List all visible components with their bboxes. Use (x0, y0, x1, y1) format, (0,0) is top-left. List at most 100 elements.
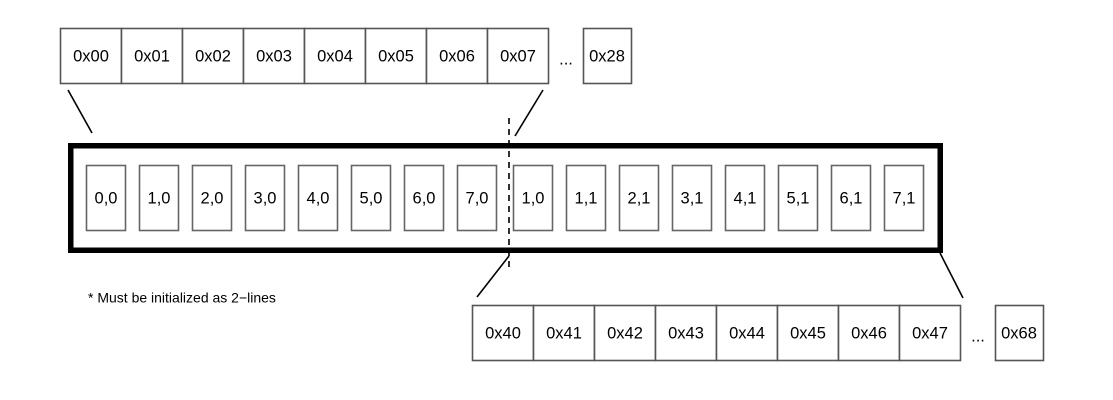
bottom-address-cell: 0x46 (837, 304, 901, 362)
top-address-cell: 0x00 (59, 27, 123, 85)
cache-cell-box-l2 (191, 164, 233, 232)
top-address-cell: 0x03 (242, 27, 306, 85)
bottom-address-cell-box-4 (715, 304, 779, 362)
bottom-address-cell: 0x43 (654, 304, 718, 362)
top-address-tail-label: 0x28 (589, 47, 625, 65)
top-address-cell: 0x01 (120, 27, 184, 85)
top-address-cell: 0x02 (181, 27, 245, 85)
cache-cell: 4,0 (297, 164, 339, 232)
cache-cell-label-r0: 1,0 (522, 189, 545, 207)
top-address-cell-box-1 (120, 27, 184, 85)
cache-buffer-box: 0,0 1,0 2,0 3,0 4,0 5,0 (68, 118, 943, 268)
bottom-address-tail-box (994, 304, 1045, 362)
cache-cell-label-l1: 1,0 (148, 189, 171, 207)
bottom-address-cell: 0x47 (898, 304, 962, 362)
cache-cell-box-r5 (777, 164, 819, 232)
cache-cell-label-r4: 4,1 (734, 189, 757, 207)
cache-cell-box-l5 (350, 164, 392, 232)
connector-bottom-left (476, 255, 510, 298)
connector-top-right (514, 89, 544, 137)
top-row-ellipsis: ... (559, 50, 573, 68)
cache-cell-box-r2 (618, 164, 660, 232)
bottom-address-cell-box-3 (654, 304, 718, 362)
bottom-address-row: 0x40 0x41 0x42 0x43 0x44 0x45 (471, 304, 1045, 362)
top-address-cell: 0x04 (303, 27, 367, 85)
cache-cell-label-l3: 3,0 (254, 189, 277, 207)
top-address-cell-label-4: 0x04 (317, 47, 353, 65)
cache-cell-box-r6 (830, 164, 872, 232)
cache-cell-box-l1 (138, 164, 180, 232)
cache-cell-label-r7: 7,1 (893, 189, 916, 207)
cache-cell: 2,0 (191, 164, 233, 232)
cache-cell-label-l0: 0,0 (95, 189, 118, 207)
top-address-cell-label-1: 0x01 (134, 47, 170, 65)
cache-cell-box-r7 (883, 164, 925, 232)
cache-cell: 4,1 (724, 164, 766, 232)
cache-cell-box-r0 (512, 164, 554, 232)
cache-cell: 0,0 (85, 164, 127, 232)
cache-cell: 6,0 (403, 164, 445, 232)
cache-cell-box-l4 (297, 164, 339, 232)
cache-cell-box-r1 (565, 164, 607, 232)
cache-cell-label-r2: 2,1 (628, 189, 651, 207)
cache-cell-box-r4 (724, 164, 766, 232)
connector-bottom-right (939, 252, 964, 299)
top-address-cell-box-0 (59, 27, 123, 85)
cache-cell-box-l3 (244, 164, 286, 232)
top-address-cell-label-6: 0x06 (439, 47, 475, 65)
bottom-address-tail-label: 0x68 (1001, 324, 1037, 342)
cache-cell-box-r3 (671, 164, 713, 232)
bottom-address-cell-box-7 (898, 304, 962, 362)
bottom-address-cell-box-1 (532, 304, 596, 362)
top-address-cell-label-3: 0x03 (256, 47, 292, 65)
cache-cell: 2,1 (618, 164, 660, 232)
bottom-row-ellipsis: ... (971, 327, 985, 345)
top-address-tail-box (582, 27, 633, 85)
top-address-cell-box-4 (303, 27, 367, 85)
bottom-address-cell-label-6: 0x46 (851, 324, 887, 342)
cache-cell-label-l6: 6,0 (413, 189, 436, 207)
cache-cell-box-l6 (403, 164, 445, 232)
bottom-address-cell-box-2 (593, 304, 657, 362)
bottom-address-tail-cell: 0x68 (994, 304, 1045, 362)
cache-cell: 3,0 (244, 164, 286, 232)
bottom-address-cell: 0x44 (715, 304, 779, 362)
cache-cell: 1,0 (138, 164, 180, 232)
top-address-cell-box-5 (364, 27, 428, 85)
bottom-address-cell: 0x45 (776, 304, 840, 362)
bottom-address-cell: 0x41 (532, 304, 596, 362)
cache-cell-box-l7 (456, 164, 498, 232)
cache-cell-box-l0 (85, 164, 127, 232)
top-address-cell-box-7 (486, 27, 550, 85)
top-address-cell-label-5: 0x05 (378, 47, 414, 65)
bottom-address-cell-label-5: 0x45 (790, 324, 826, 342)
cache-cell: 7,1 (883, 164, 925, 232)
bottom-address-cell-box-0 (471, 304, 535, 362)
bottom-address-cell-label-0: 0x40 (485, 324, 521, 342)
connector-top-left (67, 89, 93, 134)
cache-cell: 5,1 (777, 164, 819, 232)
cache-cell-label-r1: 1,1 (575, 189, 598, 207)
top-address-cell-label-7: 0x07 (500, 47, 536, 65)
cache-cell: 6,1 (830, 164, 872, 232)
top-address-row: 0x00 0x01 0x02 0x03 0x04 0x05 (59, 27, 633, 85)
bottom-address-cell-label-3: 0x43 (668, 324, 704, 342)
bottom-address-cell-label-4: 0x44 (729, 324, 765, 342)
top-address-cell: 0x05 (364, 27, 428, 85)
cache-cell-label-l4: 4,0 (307, 189, 330, 207)
initialization-note: * Must be initialized as 2−lines (88, 290, 276, 306)
top-address-cell-label-0: 0x00 (73, 47, 109, 65)
top-address-cell-box-2 (181, 27, 245, 85)
top-address-cell: 0x07 (486, 27, 550, 85)
top-address-cell-box-6 (425, 27, 489, 85)
cache-cell: 5,0 (350, 164, 392, 232)
cache-cell-label-r6: 6,1 (840, 189, 863, 207)
top-address-cell-label-2: 0x02 (195, 47, 231, 65)
bottom-address-cell-box-6 (837, 304, 901, 362)
cache-cell-label-l7: 7,0 (466, 189, 489, 207)
cache-cell: 3,1 (671, 164, 713, 232)
cache-cell: 1,0 (512, 164, 554, 232)
cache-cell-label-r3: 3,1 (681, 189, 704, 207)
